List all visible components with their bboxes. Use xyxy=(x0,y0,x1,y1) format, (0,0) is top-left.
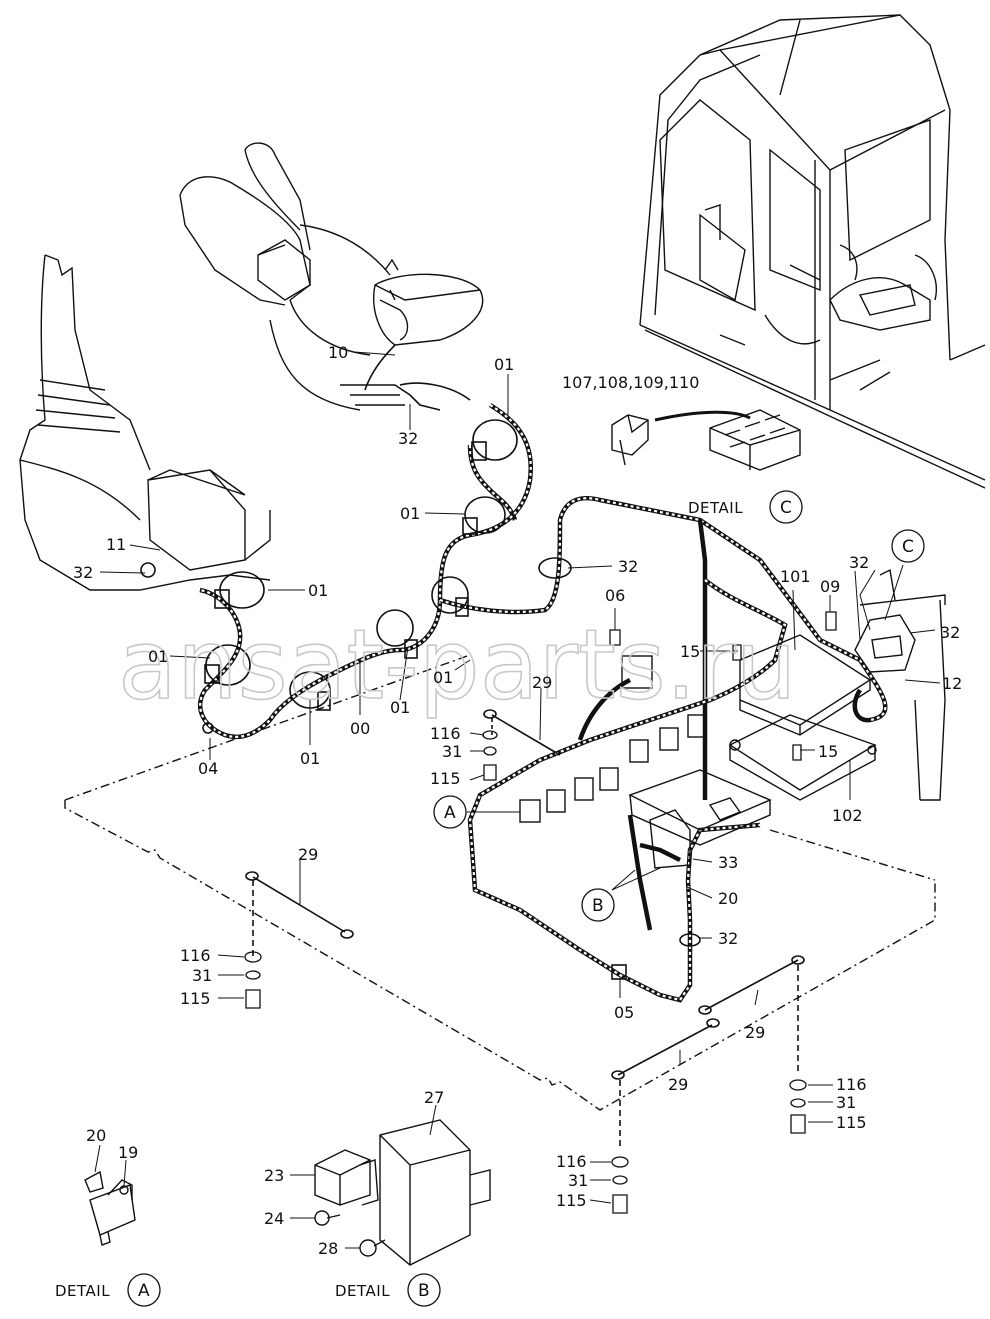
label-29-right: 29 xyxy=(745,1023,765,1042)
label-12: 12 xyxy=(942,674,962,693)
detail-b-letter: B xyxy=(418,1281,430,1301)
label-101: 101 xyxy=(780,567,811,586)
ground-straps xyxy=(245,709,805,1150)
label-24: 24 xyxy=(264,1209,284,1228)
label-32-center: 32 xyxy=(618,557,638,576)
watermark: ansat-parts.ru xyxy=(118,609,797,721)
label-15-a: 15 xyxy=(680,642,700,661)
label-23: 23 xyxy=(264,1166,284,1185)
label-31-c: 31 xyxy=(836,1093,856,1112)
label-11: 11 xyxy=(106,535,126,554)
label-01-left-a: 01 xyxy=(308,581,328,600)
label-27: 27 xyxy=(424,1088,444,1107)
label-28: 28 xyxy=(318,1239,338,1258)
label-115-b: 115 xyxy=(180,989,211,1008)
fasteners xyxy=(244,611,837,1214)
label-32-right: 32 xyxy=(940,623,960,642)
detail-a-drawing xyxy=(84,1170,136,1246)
detail-c-letter: C xyxy=(780,498,792,518)
fuse-box-C xyxy=(854,568,946,801)
label-31-a: 31 xyxy=(442,742,462,761)
label-32-right-top: 32 xyxy=(849,553,869,572)
right-console xyxy=(179,142,484,411)
label-102: 102 xyxy=(832,806,863,825)
callout-b-letter: B xyxy=(592,896,604,916)
harness-main xyxy=(197,403,888,1003)
label-115-c: 115 xyxy=(836,1113,867,1132)
label-107-110: 107,108,109,110 xyxy=(562,373,699,392)
label-29-left: 29 xyxy=(298,845,318,864)
controller-102 xyxy=(728,714,877,801)
label-116-d: 116 xyxy=(556,1152,587,1171)
leader-lines xyxy=(94,351,941,1249)
console-wires xyxy=(340,344,471,411)
callout-c: C xyxy=(891,529,925,563)
relay-module xyxy=(628,769,772,869)
label-31-b: 31 xyxy=(192,966,212,985)
label-04: 04 xyxy=(198,759,218,778)
label-09: 09 xyxy=(820,577,840,596)
label-10: 10 xyxy=(328,343,348,362)
label-33: 33 xyxy=(718,853,738,872)
detail-c-text: DETAIL xyxy=(688,499,743,517)
detail-a-caption: DETAIL A xyxy=(55,1273,161,1307)
label-01-lower: 01 xyxy=(390,698,410,717)
callout-c-letter: C xyxy=(902,537,914,557)
label-01-left-b: 01 xyxy=(148,647,168,666)
controller-101 xyxy=(739,634,872,736)
label-116-c: 116 xyxy=(836,1075,867,1094)
floor-plate xyxy=(64,654,936,1111)
label-116-a: 116 xyxy=(430,724,461,743)
label-32-bottom: 32 xyxy=(718,929,738,948)
detail-c-drawing xyxy=(611,409,801,471)
label-01-center: 01 xyxy=(433,668,453,687)
callout-b: B xyxy=(581,888,615,922)
clamps xyxy=(140,419,701,980)
label-115-d: 115 xyxy=(556,1191,587,1210)
label-32-console: 32 xyxy=(398,429,418,448)
callout-a-letter: A xyxy=(444,803,456,823)
label-20-detail: 20 xyxy=(86,1126,106,1145)
label-19: 19 xyxy=(118,1143,138,1162)
label-32-left: 32 xyxy=(73,563,93,582)
label-06: 06 xyxy=(605,586,625,605)
operator-cab xyxy=(639,14,986,489)
label-05: 05 xyxy=(614,1003,634,1022)
label-20-main: 20 xyxy=(718,889,738,908)
label-01-top: 01 xyxy=(494,355,514,374)
label-115-a: 115 xyxy=(430,769,461,788)
label-01-mid: 01 xyxy=(400,504,420,523)
label-00: 00 xyxy=(350,719,370,738)
detail-b-drawing xyxy=(314,1119,491,1266)
left-console xyxy=(19,254,271,591)
label-31-d: 31 xyxy=(568,1171,588,1190)
relay-row-A xyxy=(519,655,707,823)
label-15-b: 15 xyxy=(818,742,838,761)
detail-b-caption: DETAIL B xyxy=(335,1273,441,1307)
label-01-bottom: 01 xyxy=(300,749,320,768)
label-29-bottom: 29 xyxy=(668,1075,688,1094)
label-116-b: 116 xyxy=(180,946,211,965)
label-29-top: 29 xyxy=(532,673,552,692)
detail-c-caption: DETAIL C xyxy=(688,490,803,524)
detail-a-text: DETAIL xyxy=(55,1282,110,1300)
callout-a: A xyxy=(433,795,467,829)
detail-b-text: DETAIL xyxy=(335,1282,390,1300)
detail-a-letter: A xyxy=(138,1281,150,1301)
